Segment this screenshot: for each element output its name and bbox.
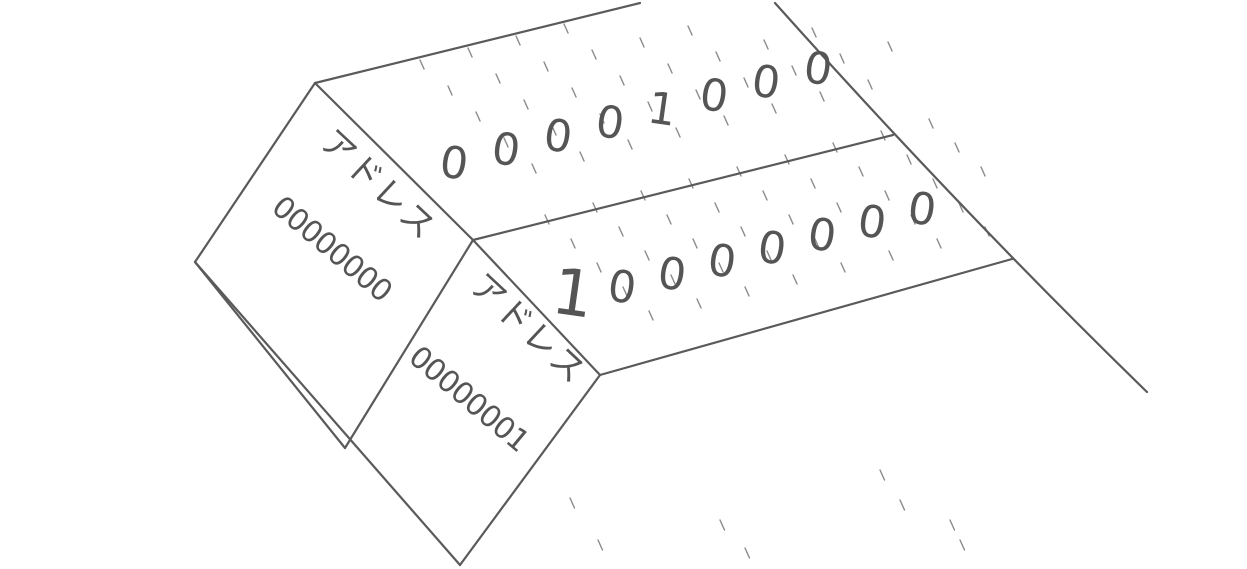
hatch-tick [715,51,721,62]
hatch-tick [899,499,906,511]
hatch-tick [531,163,537,174]
hatch-tick [467,47,473,58]
hatch-tick [928,118,934,129]
hatch-tick [811,27,817,38]
hatch-tick [884,190,890,201]
hatch-tick [736,166,742,177]
hatch-tick [647,101,653,112]
hatch-tick [744,286,750,297]
hatch-tick [959,539,966,551]
hatch-tick [523,99,529,110]
hatch-tick [670,274,676,285]
hatch-tick [569,497,576,509]
hatch-tick [932,178,938,189]
hatch-tick [880,130,886,141]
hatch-tick [788,214,794,225]
hatch-tick [740,226,746,237]
memory-block-outline [193,1,1149,567]
cell-divider-vertical [343,238,475,450]
hatch-tick [771,103,777,114]
hatch-tick [888,250,894,261]
hatch-tick [814,238,820,249]
hatch-tick [419,59,425,70]
hatch-tick [695,89,701,100]
hatch-tick [836,202,842,213]
hatch-tick [954,142,960,153]
hatch-tick [819,91,825,102]
hatch-tick [714,202,720,213]
hatch-tick [887,41,893,52]
hatch-tick [618,226,624,237]
hatch-tick [579,151,585,162]
hatch-tick [810,178,816,189]
hatch-tick [718,262,724,273]
hatch-tick [648,310,654,321]
slope-right-edge [773,1,1149,394]
row-divider-1 [471,133,895,242]
hatch-tick [687,25,693,36]
hatch-tick [744,547,751,559]
hatch-tick [666,214,672,225]
hatch-tick [675,127,681,138]
hatch-tick [958,202,964,213]
hatch-tick [571,87,577,98]
hatch-tick [766,250,772,261]
hatch-tick [906,154,912,165]
hatch-tick [619,75,625,86]
block-top-edge [313,1,642,85]
hatch-tick [544,214,550,225]
hatch-tick [644,250,650,261]
hatch-tick [980,166,986,177]
cell-divider-lower-front [458,373,602,567]
hatch-tick [639,37,645,48]
hatch-tick [551,125,557,136]
hatch-tick [719,519,726,531]
hatch-tick [622,286,628,297]
hatch-tick [784,154,790,165]
hatch-tick [503,137,509,148]
hatch-tick [640,190,646,201]
hatch-tick [858,166,864,177]
hatch-tick [839,53,845,64]
hatch-tick [743,77,749,88]
hatch-tick [792,274,798,285]
hatch-tick [543,61,549,72]
hatch-tick [597,539,604,551]
row-divider-2 [598,257,1014,377]
hatch-tick [763,39,769,50]
hatch-tick [862,226,868,237]
hatch-tick [667,63,673,74]
hatch-tick [879,469,886,481]
hatch-tick [910,214,916,225]
hatch-tick [447,85,453,96]
hatch-tick [596,262,602,273]
hatch-tick [867,79,873,90]
hatch-tick [692,238,698,249]
hatch-tick [515,35,521,46]
surface-hatching [419,23,990,559]
hatch-tick [688,178,694,189]
hatch-tick [495,73,501,84]
hatch-tick [591,49,597,60]
hatch-tick [696,298,702,309]
hatch-tick [475,111,481,122]
hatch-tick [627,139,633,150]
block-bottom-edge [193,260,462,567]
hatch-tick [570,238,576,249]
hatch-tick [949,519,956,531]
hatch-tick [563,23,569,34]
hatch-tick [936,238,942,249]
hatch-tick [840,262,846,273]
hatch-tick [791,65,797,76]
hatch-tick [723,115,729,126]
hatch-tick [592,202,598,213]
hatch-tick [599,113,605,124]
hatch-tick [832,142,838,153]
hatch-tick [762,190,768,201]
